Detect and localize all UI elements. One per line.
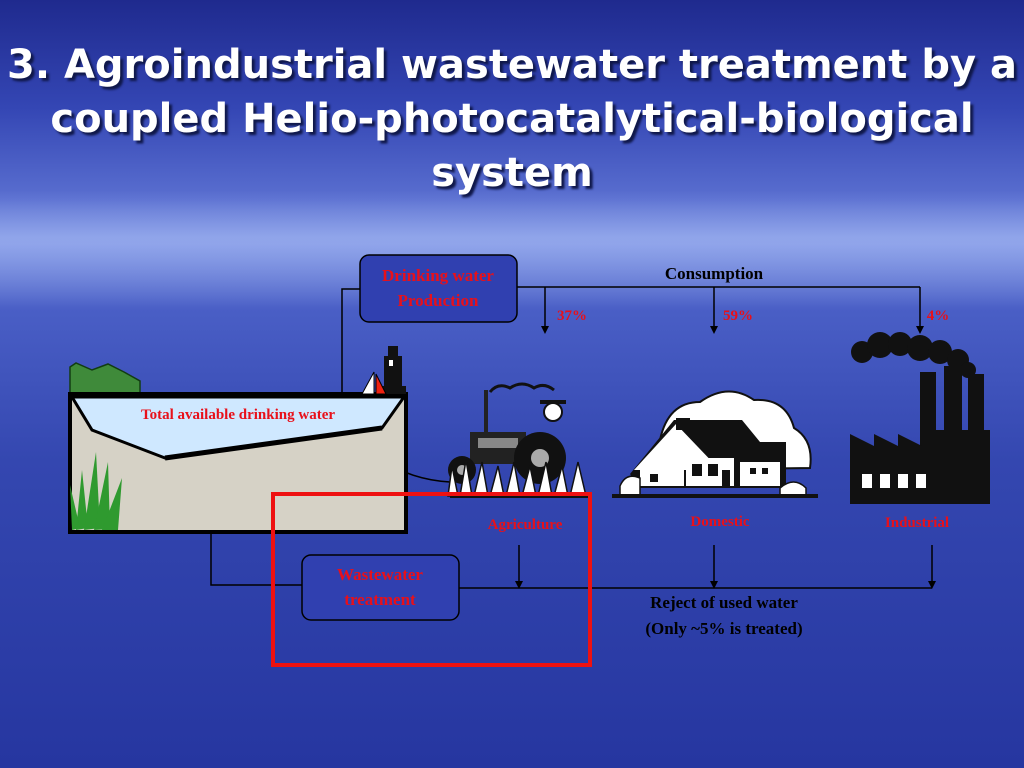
domestic-label: Domestic xyxy=(690,514,749,530)
domestic-percentage: 59% xyxy=(723,308,753,324)
lighthouse-icon xyxy=(380,346,406,394)
arrowhead xyxy=(710,326,718,334)
arrowhead xyxy=(515,581,523,589)
highlight-box xyxy=(271,492,592,667)
drinking-water-production-box xyxy=(359,254,518,323)
agriculture-percentage: 37% xyxy=(557,308,587,324)
drinking-water-production-label-line2: Production xyxy=(398,291,479,310)
tractor-icon xyxy=(447,382,588,498)
reject-label-line1: Reject of used water xyxy=(650,593,798,612)
arrowhead xyxy=(928,581,936,589)
reservoir-label: Total available drinking water xyxy=(141,407,335,423)
arrowhead xyxy=(710,581,718,589)
arrowhead xyxy=(916,326,924,334)
smoke-icon xyxy=(851,332,976,378)
house-icon xyxy=(612,390,818,498)
hill-icon xyxy=(69,362,141,395)
consumption-label: Consumption xyxy=(665,264,764,283)
reservoir-illustration xyxy=(68,346,408,534)
industrial-percentage: 4% xyxy=(927,308,950,324)
line-to-production xyxy=(341,288,360,392)
wastewater-treatment-box xyxy=(301,554,460,621)
grass-icon xyxy=(70,452,122,530)
factory-icon xyxy=(850,332,990,504)
reject-label-line2: (Only ~5% is treated) xyxy=(645,619,802,638)
industrial-label: Industrial xyxy=(885,515,949,531)
drinking-water-production-label-line1: Drinking water xyxy=(382,266,494,285)
wastewater-treatment-label-line2: treatment xyxy=(344,590,416,609)
wastewater-treatment-label-line1: Wastewater xyxy=(337,565,423,584)
arrowhead xyxy=(541,326,549,334)
sailboat-icon xyxy=(360,371,388,398)
agriculture-label: Agriculture xyxy=(488,517,563,533)
slide-title: 3. Agroindustrial wastewater treatment b… xyxy=(7,42,1017,196)
